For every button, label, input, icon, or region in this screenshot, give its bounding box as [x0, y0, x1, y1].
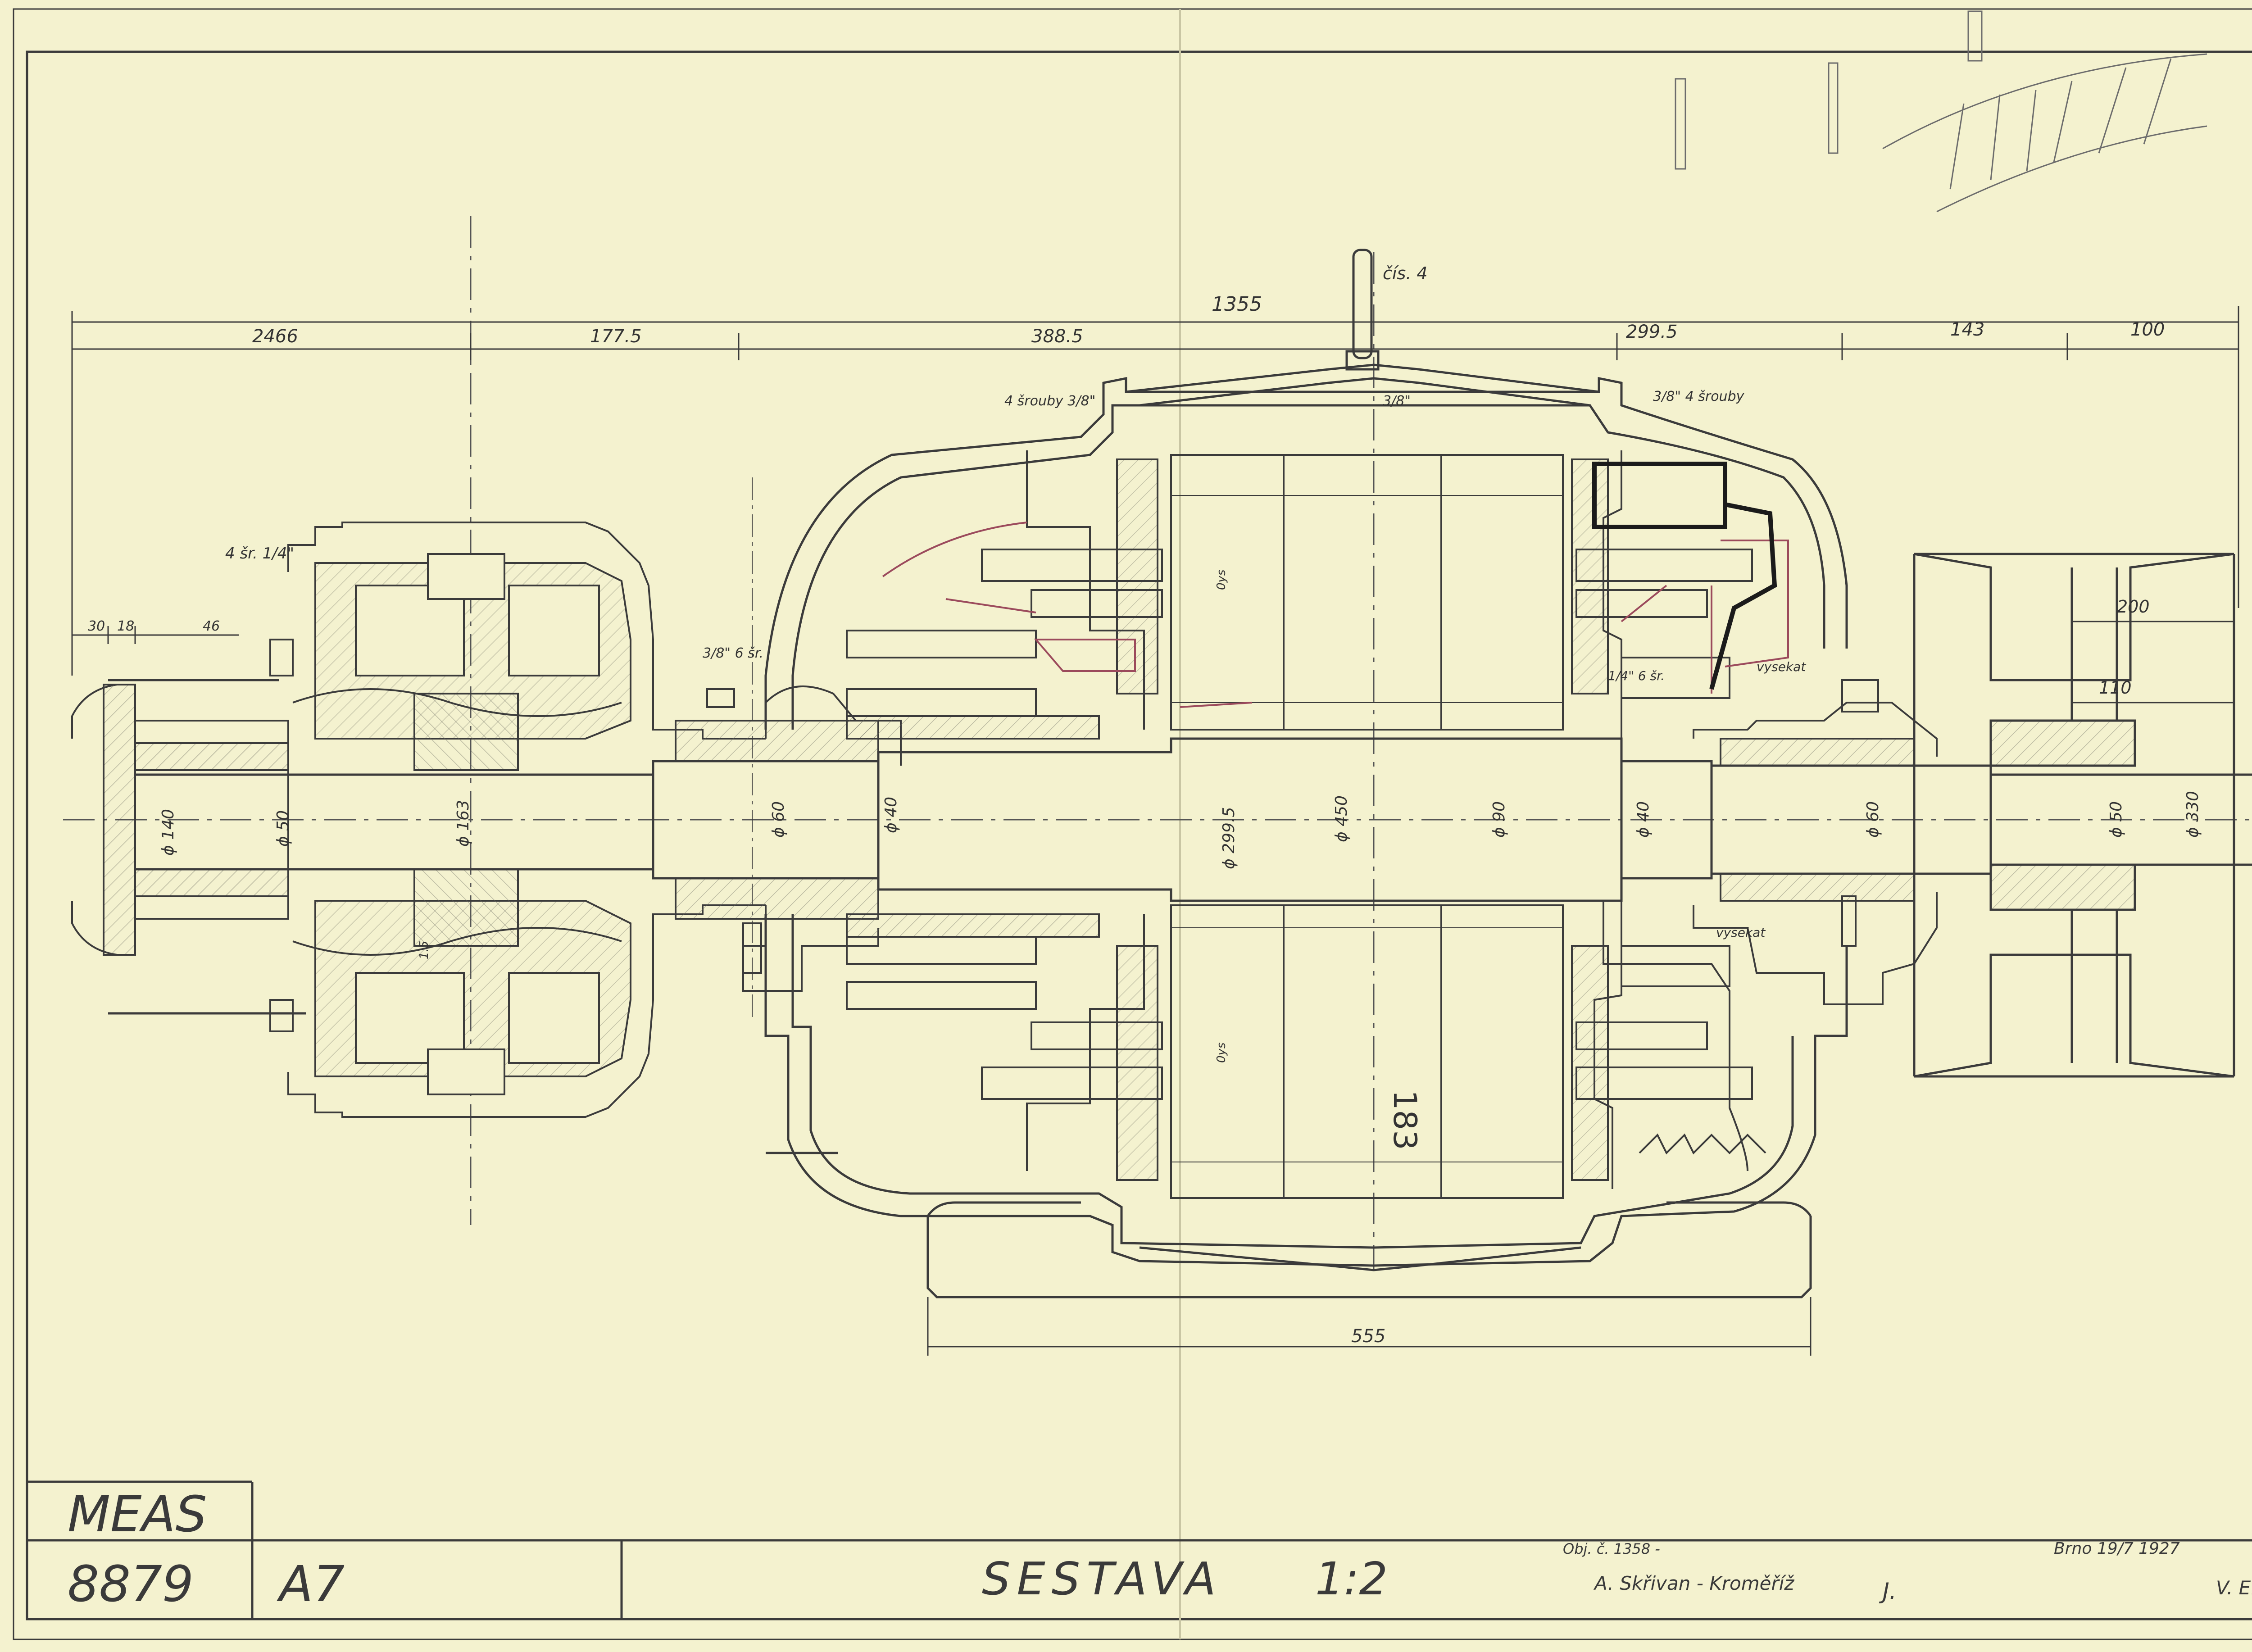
dim-30: 30 [88, 618, 105, 634]
diameter-callouts: ϕ 140 ϕ 50 ϕ 163 ϕ 60 ϕ 40 ϕ 299.5 ϕ 450… [159, 791, 2202, 869]
dia-40-right: ϕ 40 [1634, 801, 1653, 838]
note-vysekat-2: vysekat [1716, 925, 1766, 940]
left-bearing [675, 477, 902, 1018]
dim-2995: 299.5 [1626, 322, 1678, 342]
dia-50-left: ϕ 50 [274, 810, 292, 847]
dim-100: 100 [2130, 319, 2165, 340]
note-4sroub-38: 4 šrouby 3/8" [1004, 393, 1095, 409]
red-pencil-marks [882, 522, 1789, 708]
sheet-format: A7 [277, 1555, 345, 1613]
title-block [27, 1480, 2252, 1619]
drafter-initials: V. E. [2216, 1577, 2252, 1599]
dimension-labels-top: 2466 177.5 388.5 1355 299.5 143 100 [252, 293, 2165, 347]
dimension-chain-top [71, 306, 2239, 676]
dim-200: 200 [2117, 597, 2150, 617]
dim-2466: 2466 [252, 326, 298, 347]
dia-163: ϕ 163 [454, 800, 472, 847]
dimension-chain-left [72, 626, 239, 644]
note-vysekat-1: vysekat [1757, 659, 1806, 674]
customer-name: A. Skřivan - Kroměříž [1593, 1572, 1794, 1594]
dim-110: 110 [2099, 678, 2132, 698]
note-4sr-14: 4 šr. 1/4" [225, 545, 294, 563]
dim-18: 18 [117, 618, 134, 634]
note-38-4sroub: 3/8" 4 šrouby [1653, 389, 1745, 404]
stator-core [846, 450, 1753, 1199]
dia-330: ϕ 330 [2184, 791, 2202, 838]
signature: J. [1879, 1578, 1897, 1604]
motor-housing [764, 249, 1848, 1298]
corner-sketch [1675, 10, 2207, 213]
note-14-6sr: 1/4" 6 šr. [1608, 668, 1665, 683]
left-exciter-housing [71, 522, 766, 1118]
dim-3885: 388.5 [1031, 326, 1083, 347]
dia-60-right: ϕ 60 [1864, 801, 1882, 838]
order-number: Obj. č. 1358 - [1563, 1540, 1660, 1557]
belt-pulley [1913, 553, 2235, 1078]
dia-140: ϕ 140 [159, 809, 177, 856]
stamp-183: 183 [1386, 1090, 1423, 1150]
note-38-top: 3/8" [1383, 393, 1411, 409]
drawing-number: 8879 [68, 1555, 194, 1613]
dia-299-5: ϕ 299.5 [1220, 807, 1238, 869]
drawing-scale: 1:2 [1315, 1552, 1388, 1605]
dim-1355: 1355 [1212, 293, 1262, 316]
title-block-text: MEAS 8879 A7 SESTAVA 1:2 Obj. č. 1358 - … [68, 1485, 2252, 1613]
sheet-border [13, 8, 2252, 1640]
dia-40-left: ϕ 40 [882, 797, 900, 833]
dia-450: ϕ 450 [1332, 795, 1351, 842]
black-box-correction [1592, 462, 1777, 690]
dim-555: 555 [1351, 1326, 1385, 1347]
note-0ys-2: 0ys [1215, 1043, 1228, 1063]
note-38-6sr: 3/8" 6 šr. [703, 645, 763, 661]
dia-60-left: ϕ 60 [769, 801, 788, 838]
note-cis-4: čís. 4 [1383, 263, 1428, 283]
dim-1775: 177.5 [590, 326, 642, 347]
dim-46: 46 [203, 618, 220, 634]
drawing-date: Brno 19/7 1927 [2054, 1539, 2180, 1558]
dimension-chain-right [927, 621, 2234, 1356]
right-bearing [1603, 657, 1938, 1171]
annotations: čís. 4 4 šr. 1/4" 3/8" 6 šr. 4 šrouby 3/… [225, 263, 1806, 1150]
note-1-5: 1.5 [418, 941, 431, 959]
drawing-title: SESTAVA [982, 1552, 1222, 1605]
company-name: MEAS [68, 1485, 207, 1543]
dim-143: 143 [1950, 319, 1984, 340]
dia-50-right: ϕ 50 [2107, 801, 2125, 838]
note-0ys-1: 0ys [1215, 570, 1228, 590]
dia-90: ϕ 90 [1490, 801, 1508, 838]
